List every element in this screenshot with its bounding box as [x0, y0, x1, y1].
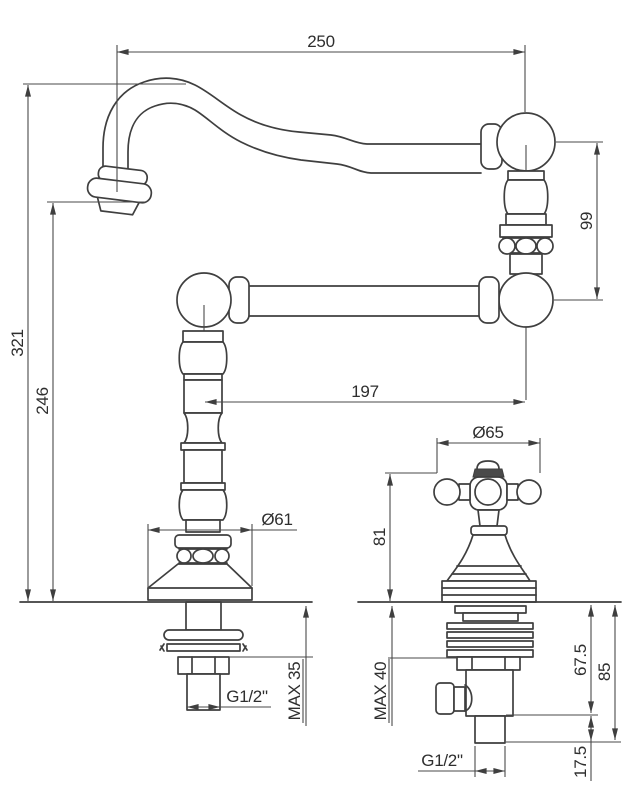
dim-label-321: 321: [8, 329, 27, 356]
mount-flange: [163, 629, 244, 641]
arm-collar-right: [478, 276, 500, 324]
dim-label-99: 99: [577, 212, 596, 230]
valve-top-nut: [462, 612, 519, 622]
handle-hub-circle: [474, 478, 502, 506]
spout-nozzle: [86, 165, 153, 216]
shank-tube: [185, 601, 222, 631]
valve-stem: [477, 509, 500, 527]
column-barrel: [503, 179, 549, 215]
base-cone: [147, 563, 253, 601]
inlet-pipe: [186, 673, 221, 711]
valve-top-plate: [454, 605, 527, 614]
gasket-serration: [159, 643, 248, 652]
ring: [505, 213, 547, 226]
side-outlet-cap: [435, 682, 455, 715]
dim-label-max35: MAX 35: [285, 662, 304, 721]
clamp-fin: [446, 649, 534, 658]
column-cylinder: [183, 379, 223, 414]
valve-lock-nut: [456, 656, 521, 671]
dim-label-81: 81: [370, 528, 389, 546]
bead: [214, 548, 230, 564]
handle-ball-right: [516, 479, 542, 505]
bell-skirt: [441, 580, 537, 603]
spout-outline: [102, 77, 482, 174]
swivel-ball-bottom: [498, 272, 554, 328]
dim-label-d65: Ø65: [472, 423, 503, 442]
dim-label-197: 197: [351, 382, 378, 401]
dim-label-250: 250: [307, 32, 334, 51]
dim-label-g12-right: G1/2": [421, 751, 463, 770]
column-barrel: [178, 341, 228, 375]
bell-flange: [470, 525, 508, 536]
ring: [180, 482, 226, 491]
bead: [498, 237, 516, 255]
bead: [536, 237, 554, 255]
dim-label-175: 17.5: [571, 746, 590, 778]
side-outlet-dome: [464, 684, 473, 712]
valve-front-view: [433, 460, 542, 744]
dimension-annotations: 250 321 246 99 197 Ø65 81 Ø61: [8, 32, 621, 781]
valve-body: [465, 669, 514, 717]
dim-label-d61: Ø61: [261, 510, 292, 529]
column-tube: [509, 253, 543, 275]
column-barrel: [178, 489, 228, 521]
outlet-pipe: [474, 715, 506, 744]
dim-label-85: 85: [595, 663, 614, 681]
side-outlet-neck: [453, 686, 466, 712]
nozzle-tip: [96, 196, 140, 216]
mount-gasket: [166, 643, 241, 652]
dim-label-g12-left: G1/2": [226, 687, 268, 706]
base-collar: [174, 534, 232, 549]
handle-cap-dome: [476, 460, 500, 470]
bead-center: [515, 237, 537, 255]
handle-top-cap: [472, 468, 505, 478]
clamp-fin: [446, 631, 534, 639]
clamp-fin: [446, 640, 534, 648]
faucet-side-view: [86, 77, 556, 711]
column-cylinder: [183, 449, 223, 484]
column-waist: [183, 412, 223, 444]
bead-center: [192, 548, 214, 564]
ring: [180, 442, 226, 451]
dim-label-max40: MAX 40: [371, 662, 390, 721]
clamp-fin: [446, 622, 534, 630]
dim-label-675: 67.5: [571, 644, 590, 676]
ring: [507, 170, 545, 181]
arm-collar-left: [228, 276, 250, 324]
mount-nut: [177, 656, 230, 675]
bead: [176, 548, 192, 564]
nozzle-bulge: [86, 177, 153, 204]
ring: [499, 224, 553, 238]
ring: [183, 373, 223, 381]
handle-ball-left: [433, 478, 461, 506]
ring: [182, 330, 224, 343]
dim-label-246: 246: [33, 387, 52, 414]
